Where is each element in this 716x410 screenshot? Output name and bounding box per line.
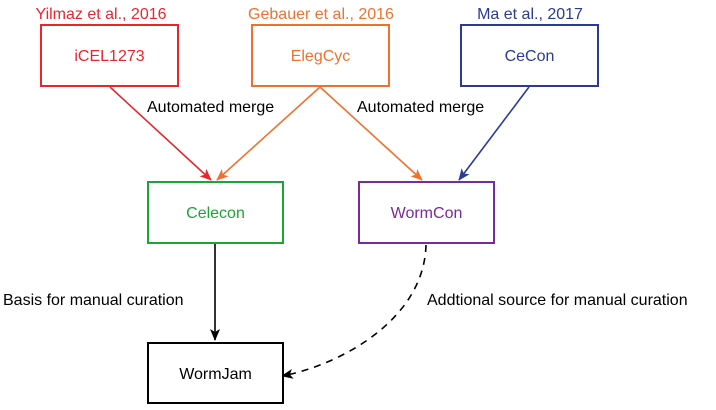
model-label-icel1273: iCEL1273 [74,48,144,65]
arrow-icel1273-to-celecon [109,86,212,181]
edge-label-basis: Basis for manual curation [3,292,184,309]
model-label-celecon: Celecon [186,205,245,222]
citation-ma: Ma et al., 2017 [477,6,583,23]
model-box-icel1273 [40,24,179,87]
edge-label-automated-merge-left: Automated merge [147,99,274,116]
arrow-cecon-to-wormcon [458,86,530,181]
citation-yilmaz: Yilmaz et al., 2016 [35,6,166,23]
model-box-wormjam [147,342,284,404]
model-box-elegcyc [251,24,390,87]
model-label-wormcon: WormCon [391,205,463,222]
edge-label-automated-merge-right: Automated merge [357,99,484,116]
arrow-wormcon-to-wormjam-dashed [281,244,427,379]
citation-gebauer: Gebauer et al., 2016 [248,6,394,23]
model-box-wormcon [358,181,495,244]
arrow-elegcyc-to-wormcon [319,86,423,181]
model-label-elegcyc: ElegCyc [291,48,351,65]
model-box-celecon [147,181,284,244]
model-box-cecon [460,24,599,87]
model-label-cecon: CeCon [505,48,555,65]
edge-label-additional-source: Addtional source for manual curation [427,292,688,309]
arrow-elegcyc-to-celecon [216,86,321,181]
model-label-wormjam: WormJam [179,366,252,383]
